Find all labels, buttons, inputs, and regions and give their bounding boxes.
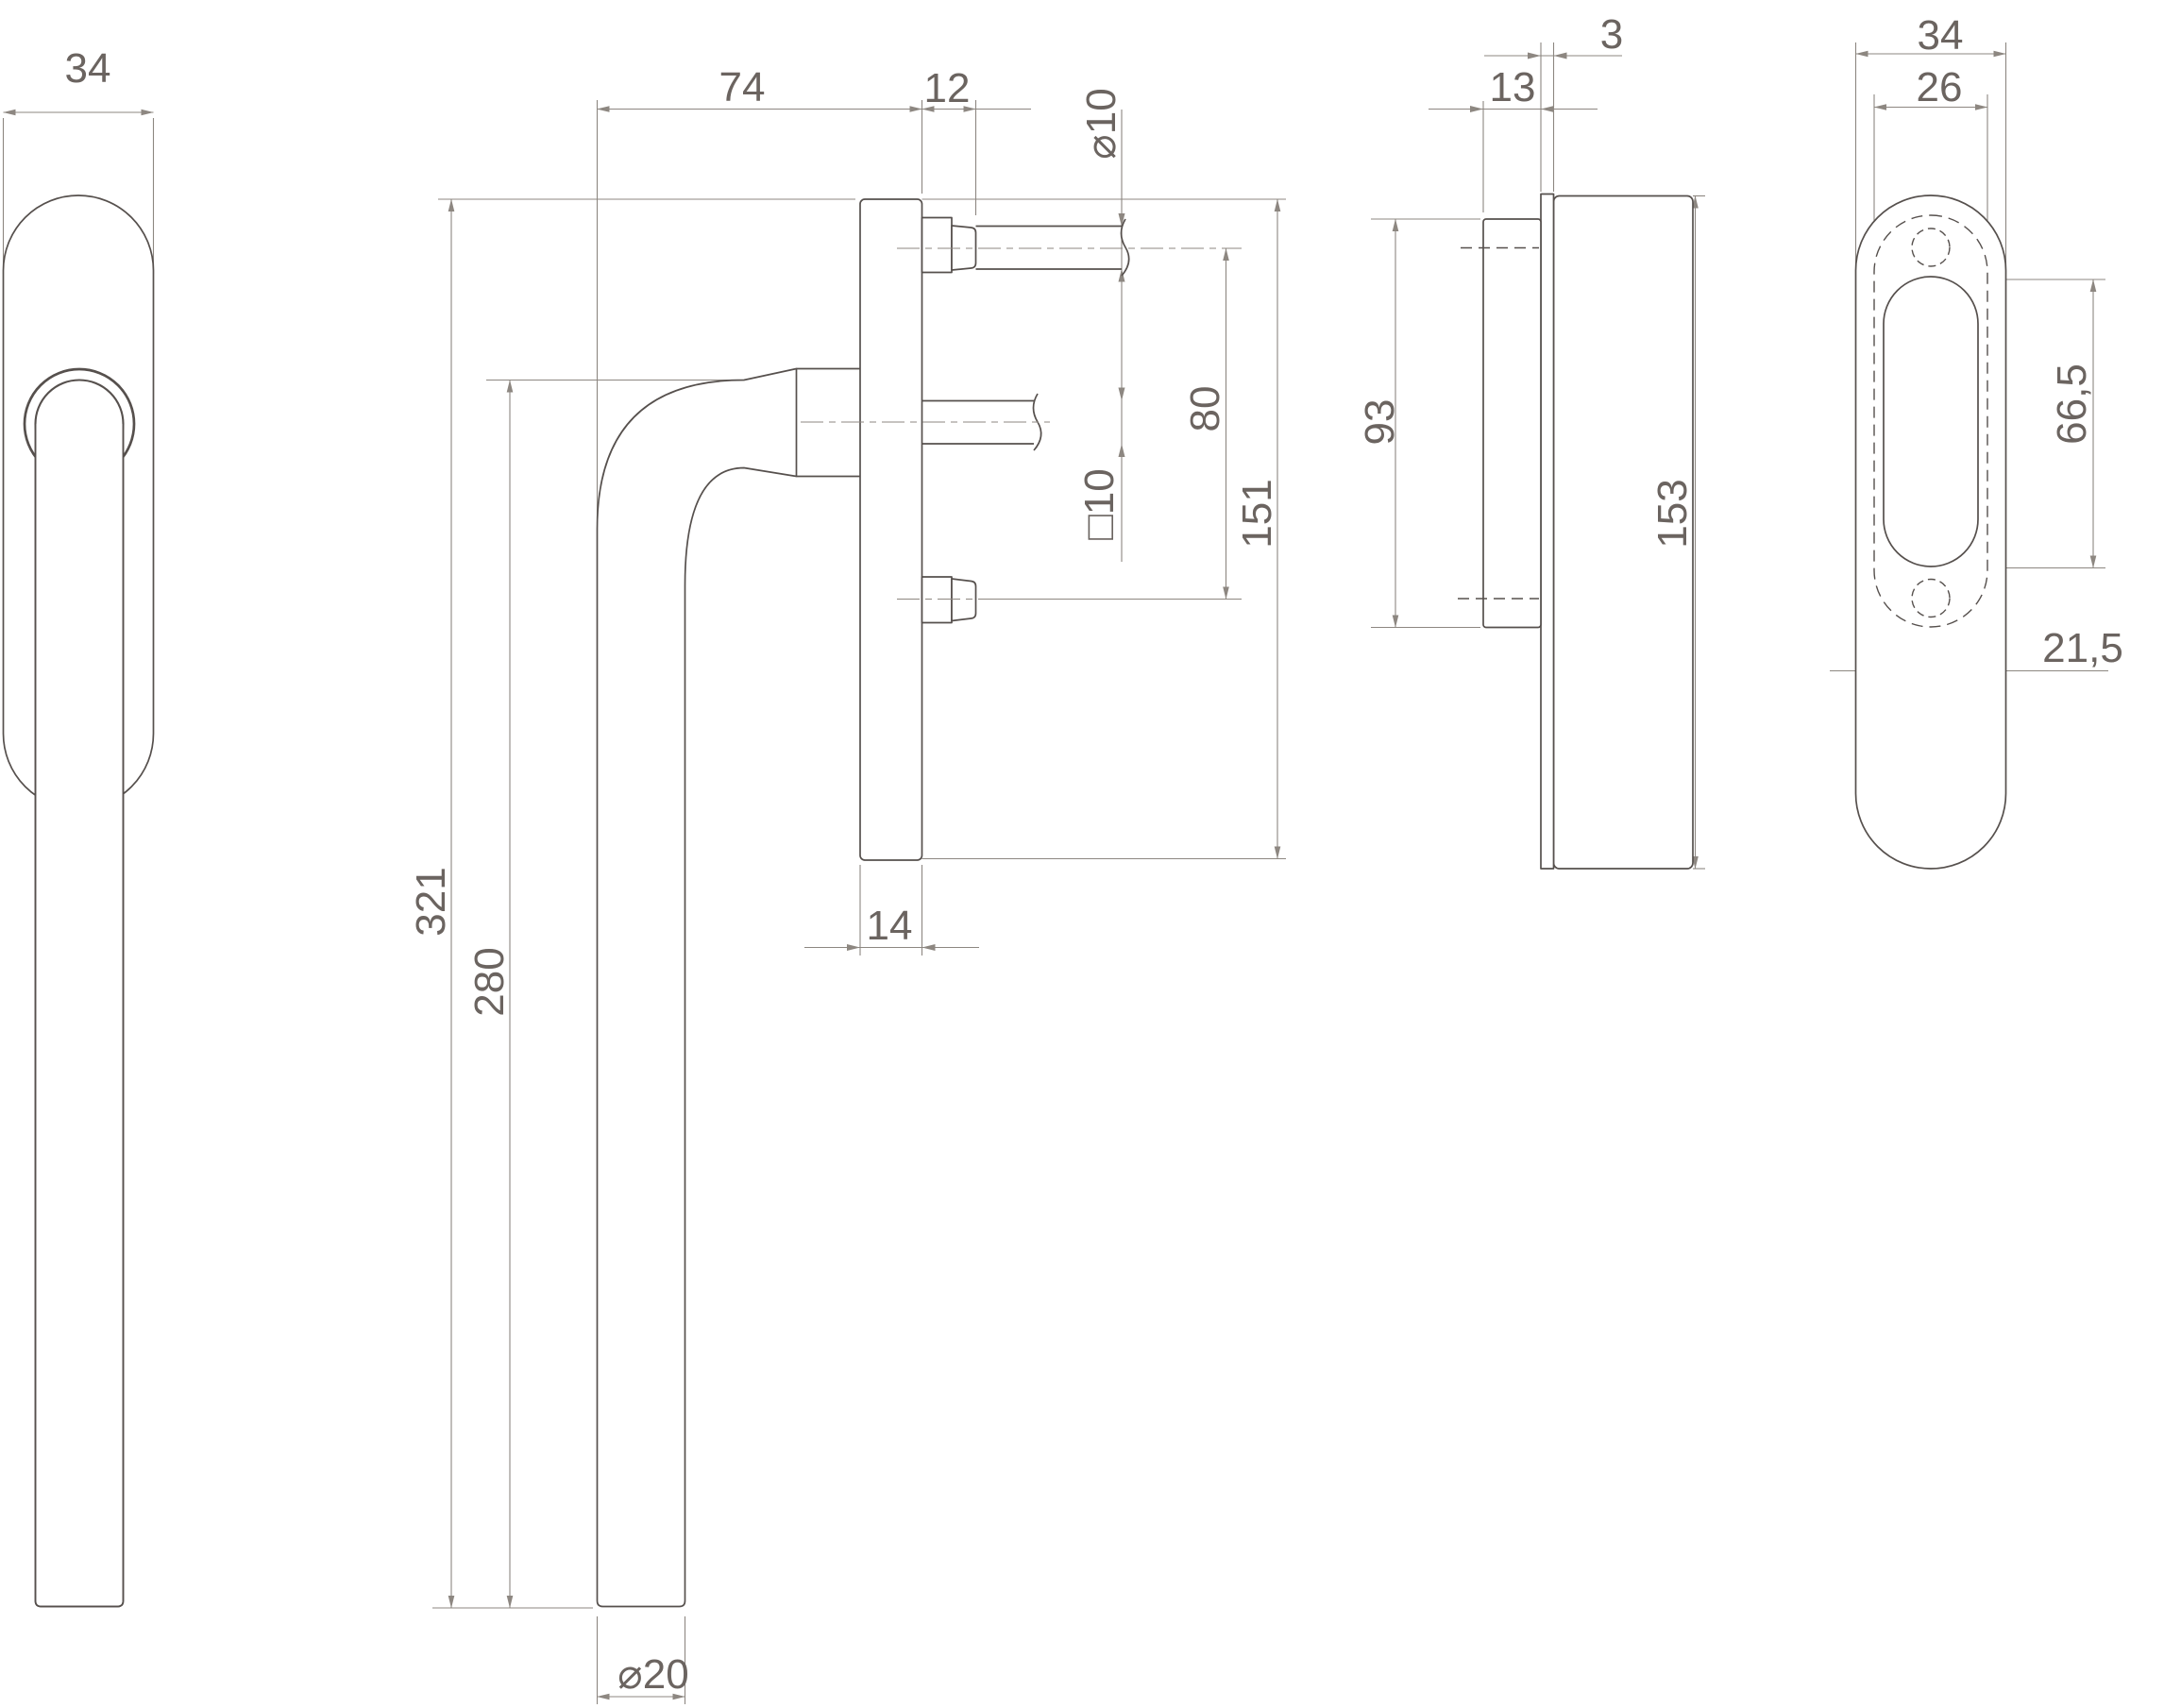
rosette-screw-hole-top — [1911, 228, 1951, 267]
arrowhead — [1118, 444, 1125, 457]
top-screw-cap — [951, 225, 977, 271]
dim-label-rosette-width: 34 — [1918, 12, 1964, 59]
bottom-screw-cap — [951, 578, 977, 622]
arrowhead — [1470, 106, 1483, 112]
arrowhead — [1118, 213, 1125, 227]
dim-label-grip-length: 280 — [466, 947, 513, 1016]
side-handle-silhouette — [596, 367, 798, 1608]
front-grip-outline — [34, 424, 125, 1608]
rosette-screw-hole-bottom — [1911, 578, 1951, 618]
view-side-handle: 74 12 ⌀10 80 □10 151 321 280 14 ⌀20 — [408, 64, 1286, 1704]
dim-label-cover-length: 153 — [1649, 479, 1696, 548]
dim-label-base-width: 26 — [1917, 64, 1963, 110]
dim-label-front-width: 34 — [65, 45, 111, 92]
front-grip-bar — [34, 424, 125, 1608]
dim-label-plate-length: 151 — [1234, 479, 1280, 548]
view-rosette-back: 34 26 66,5 21,5 — [1830, 12, 2123, 870]
dim-label-grip-dia: ⌀20 — [617, 1651, 688, 1698]
dim-label-slot-length: 66,5 — [2049, 364, 2095, 445]
dim-label-base-thickness: 13 — [1490, 64, 1536, 110]
rosette-slot — [1883, 276, 1979, 567]
dim-label-screw-dia: ⌀10 — [1078, 88, 1124, 159]
top-screw-boss — [921, 216, 953, 274]
profile-thin-plate — [1540, 193, 1555, 870]
dim-label-reach: 74 — [719, 64, 766, 110]
dim-label-square: □10 — [1076, 468, 1123, 540]
dim-label-total-length: 321 — [408, 867, 454, 936]
dim-label-pin-length: 12 — [924, 65, 971, 111]
dim-label-cover-thickness: 3 — [1600, 11, 1623, 58]
arrowhead — [1118, 387, 1125, 401]
rosette-base-hidden-outline — [1873, 214, 1988, 628]
view-side-profile: 3 13 93 153 — [1357, 11, 1705, 870]
dim-label-plate-depth: 14 — [867, 903, 913, 949]
view-front-handle: 34 — [2, 45, 155, 1608]
arrowhead — [847, 944, 860, 951]
arrowhead — [1528, 52, 1541, 59]
dim-label-slot-width: 21,5 — [2042, 625, 2123, 671]
dim-label-base-length: 93 — [1357, 399, 1403, 446]
side-plate — [859, 198, 923, 861]
arrowhead — [921, 944, 936, 951]
arrowhead — [1541, 106, 1554, 112]
dim-label-screw-spacing: 80 — [1182, 386, 1228, 432]
bottom-screw-boss — [921, 576, 953, 624]
profile-base-plate — [1482, 218, 1542, 629]
top-screw-break-line — [1120, 218, 1130, 277]
arrowhead — [1553, 52, 1567, 59]
